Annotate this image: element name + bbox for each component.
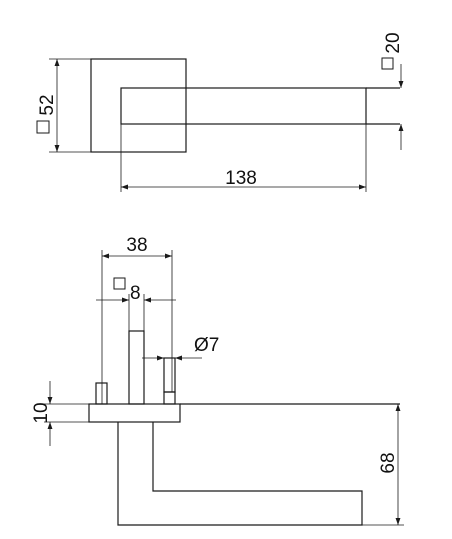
screw-outline: [163, 357, 176, 393]
spindle-outline: [128, 330, 145, 405]
lever-outline: [117, 422, 363, 526]
dim-label-rose-size: 52: [37, 94, 58, 115]
dim-label-screw-diameter: Ø7: [194, 335, 219, 356]
lever-bar-outline: [120, 87, 367, 125]
square-symbol-icon: [113, 277, 126, 290]
dim-label-lever-height: 68: [378, 452, 399, 473]
square-symbol-icon: [381, 57, 394, 70]
fixing-pin-right: [163, 391, 176, 405]
dim-label-spindle: 8: [130, 283, 141, 304]
rose-plate-outline: [88, 403, 181, 423]
dim-label-lever-section: 20: [383, 32, 404, 53]
dim-label-lever-length: 138: [225, 168, 257, 189]
square-symbol-icon: [36, 120, 50, 134]
top-view: 52 20 138: [36, 32, 404, 192]
square-rose-outline: [90, 58, 187, 153]
side-view: 38 8 Ø7 10 68: [31, 235, 404, 526]
dim-label-rose-thickness: 10: [31, 402, 52, 423]
dim-label-rose-width: 38: [126, 235, 147, 256]
fixing-pin-left: [95, 382, 108, 405]
